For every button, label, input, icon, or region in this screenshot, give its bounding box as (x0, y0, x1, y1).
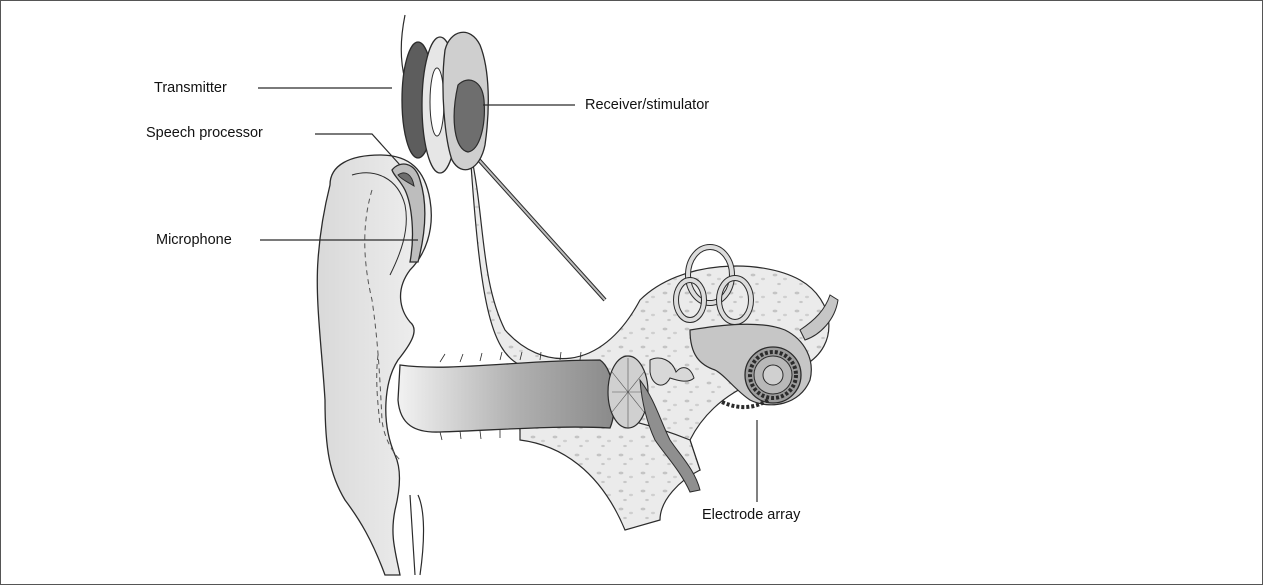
label-transmitter: Transmitter (154, 80, 227, 96)
label-speech-processor: Speech processor (146, 125, 263, 141)
ear-canal (398, 352, 614, 440)
label-electrode-array: Electrode array (702, 507, 800, 523)
label-microphone: Microphone (156, 232, 232, 248)
receiver-stimulator-device (443, 32, 488, 169)
label-receiver-stimulator: Receiver/stimulator (585, 97, 709, 113)
